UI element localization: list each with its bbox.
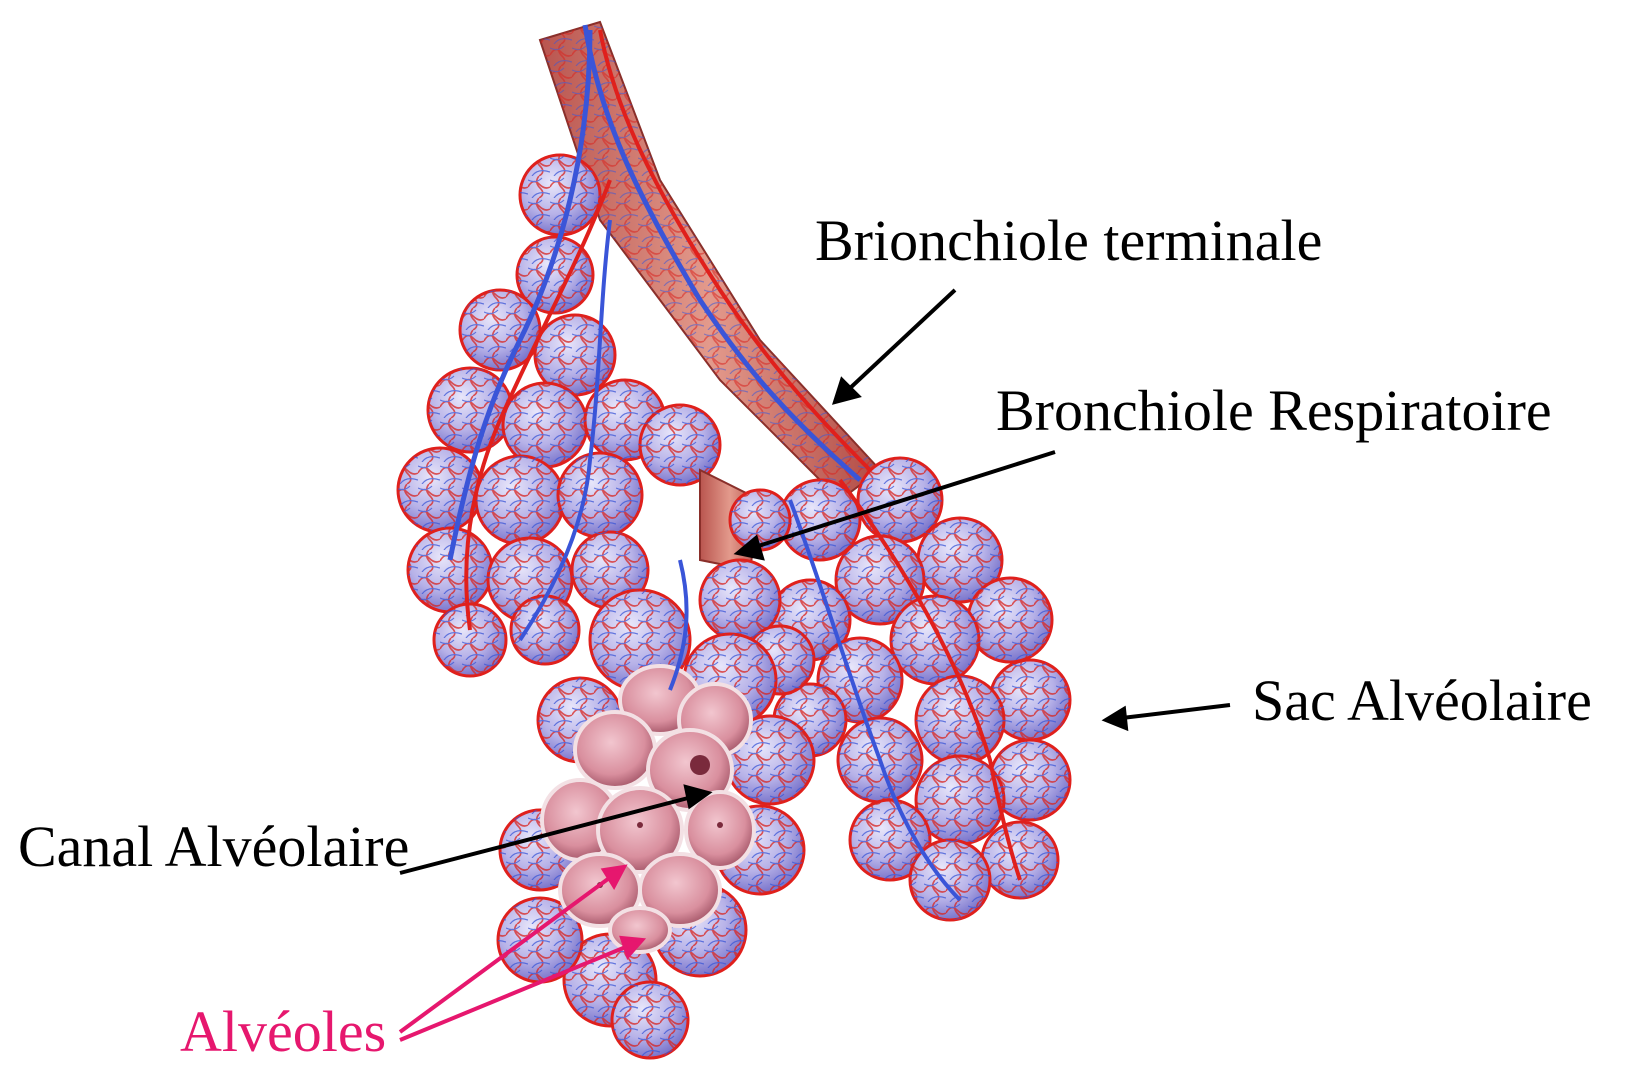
label-terminal-bronchiole: Brionchiole terminale bbox=[815, 212, 1322, 270]
arrow-alveolar-sac bbox=[1106, 705, 1230, 728]
label-alveolar-duct: Canal Alvéolaire bbox=[18, 818, 409, 876]
label-alveoli: Alvéoles bbox=[180, 1003, 386, 1061]
left-alveolar-cluster bbox=[398, 30, 720, 676]
arrow-terminal-bronchiole bbox=[835, 290, 955, 402]
label-respiratory-bronchiole: Bronchiole Respiratoire bbox=[996, 382, 1552, 440]
label-alveolar-sac: Sac Alvéolaire bbox=[1252, 672, 1592, 730]
